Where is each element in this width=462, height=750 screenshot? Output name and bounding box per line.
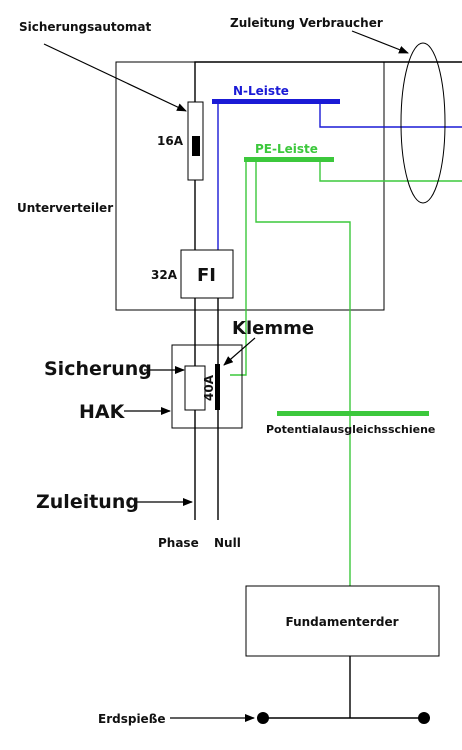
label-n-leiste: N-Leiste: [233, 84, 289, 98]
label-zuleitung-verbraucher: Zuleitung Verbraucher: [230, 16, 383, 30]
cable-bundle-ellipse: [400, 42, 446, 204]
label-pe-leiste: PE-Leiste: [255, 142, 318, 156]
n-leiste-bar: [212, 99, 340, 104]
label-sicherungsautomat: Sicherungsautomat: [19, 20, 152, 34]
pe-wire-outgoing: [319, 160, 462, 182]
arrow-klemme: [223, 337, 256, 366]
breaker-element: [192, 136, 200, 156]
label-fundamenterder: Fundamenterder: [286, 615, 399, 629]
pe-wire-klemme: [230, 160, 247, 376]
fundamenterder-box: [245, 585, 440, 657]
pe-wire-to-fundamenterder: [255, 160, 351, 586]
label-klemme: Klemme: [232, 318, 314, 339]
neutral-wire-outgoing: [319, 102, 462, 128]
label-hak: HAK: [79, 401, 126, 423]
phase-wire-upper: [194, 61, 462, 102]
label-breaker-rating: 16A: [157, 134, 184, 148]
label-fi-rating: 32A: [151, 268, 178, 282]
arrow-zuleitung-verbraucher: [351, 30, 409, 54]
label-phase: Phase: [158, 536, 199, 550]
pe-leiste-bar: [244, 157, 334, 162]
erdspiess-left: [257, 712, 269, 724]
fuse-40a: [184, 365, 206, 411]
label-erdspiesse: Erdspieße: [98, 712, 165, 726]
label-null: Null: [214, 536, 241, 550]
potentialausgleichsschiene-bar: [277, 411, 429, 416]
erdspiess-right: [418, 712, 430, 724]
fi-box: [180, 249, 234, 299]
label-potentialausgleichsschiene: Potentialausgleichsschiene: [266, 423, 435, 436]
klemme-terminal: [215, 364, 220, 410]
label-fuse-rating: 40A: [202, 374, 216, 401]
label-unterverteiler: Unterverteiler: [17, 201, 113, 215]
label-zuleitung: Zuleitung: [36, 491, 139, 513]
label-fi: FI: [197, 265, 216, 286]
neutral-wire-blue: [217, 101, 238, 250]
label-sicherung: Sicherung: [44, 358, 152, 380]
hak-box: [171, 344, 243, 429]
arrow-sicherungsautomat: [43, 43, 187, 112]
